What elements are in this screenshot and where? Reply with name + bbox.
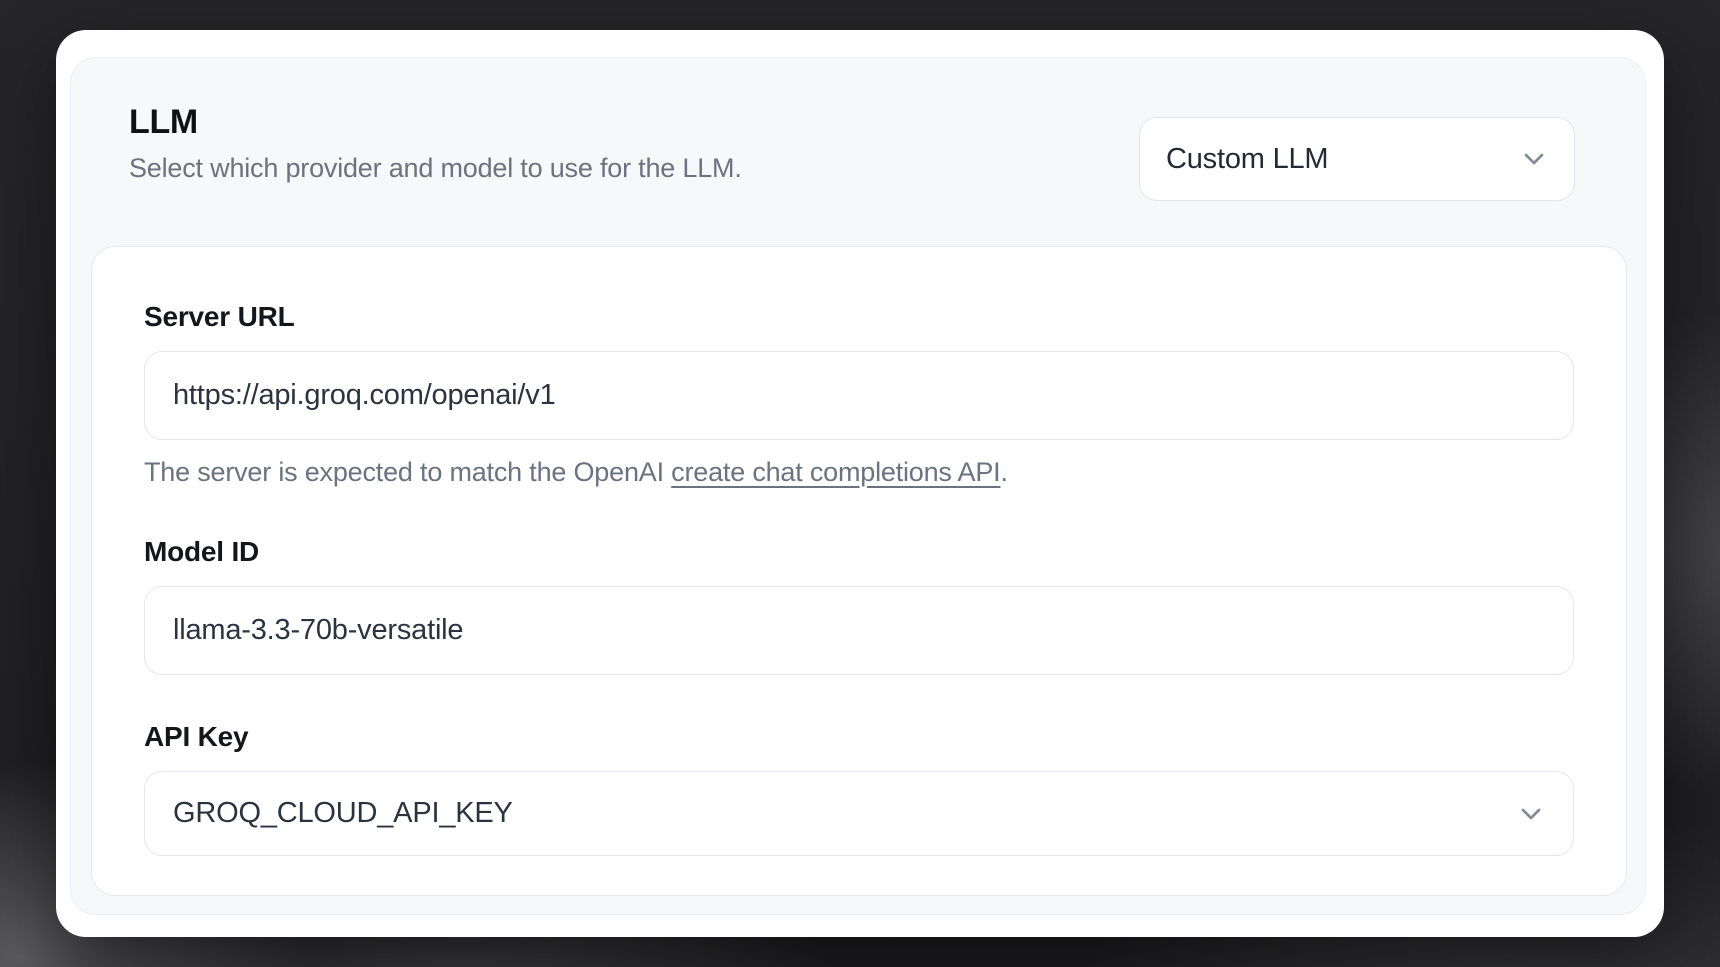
api-key-select-value: GROQ_CLOUD_API_KEY: [173, 797, 513, 829]
model-id-label: Model ID: [144, 536, 260, 567]
helper-text: The server is expected to match the Open…: [144, 457, 672, 487]
server-url-label: Server URL: [144, 301, 295, 332]
llm-section-header: LLM Select which provider and model to u…: [71, 58, 1645, 246]
create-chat-completions-api-link[interactable]: create chat completions API: [671, 457, 1001, 487]
server-url-input[interactable]: [144, 351, 1574, 440]
api-key-select[interactable]: GROQ_CLOUD_API_KEY: [144, 771, 1574, 856]
section-title: LLM: [129, 103, 198, 141]
server-url-helper: The server is expected to match the Open…: [144, 457, 1574, 488]
custom-llm-form-card: Server URL The server is expected to mat…: [91, 246, 1627, 896]
llm-provider-select-value: Custom LLM: [1166, 142, 1329, 175]
chevron-down-icon: [1518, 143, 1550, 175]
llm-provider-select[interactable]: Custom LLM: [1139, 117, 1575, 201]
model-id-input[interactable]: [144, 586, 1574, 675]
server-url-field: Server URL The server is expected to mat…: [144, 301, 1574, 488]
api-key-label: API Key: [144, 721, 249, 752]
api-key-field: API Key GROQ_CLOUD_API_KEY: [144, 721, 1574, 856]
settings-window: LLM Select which provider and model to u…: [56, 30, 1664, 937]
model-id-field: Model ID: [144, 536, 1574, 675]
chevron-down-icon: [1515, 798, 1547, 830]
llm-settings-section: LLM Select which provider and model to u…: [70, 57, 1646, 915]
section-subtitle: Select which provider and model to use f…: [129, 153, 742, 184]
helper-text-suffix: .: [1000, 457, 1008, 487]
